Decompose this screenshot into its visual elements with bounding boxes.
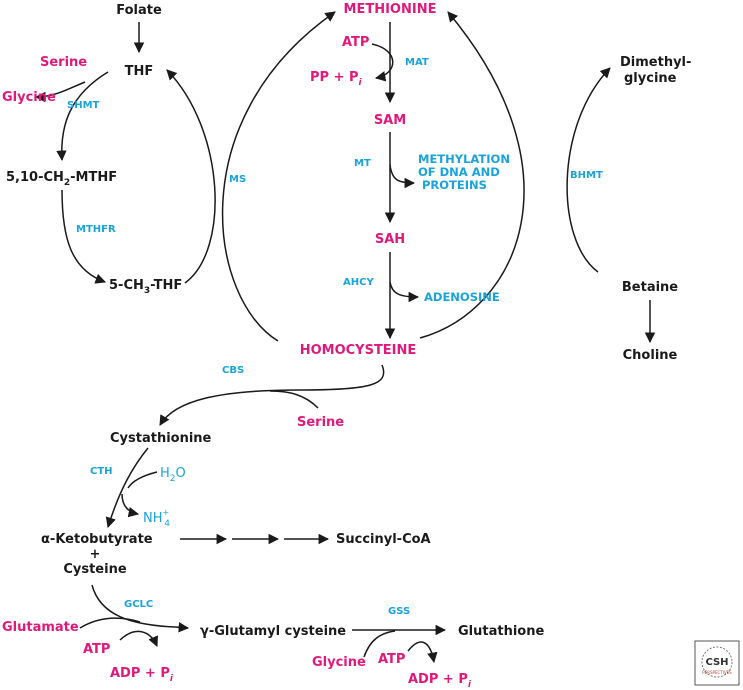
- cystathionine-to-ketobutyrate-arrow: [105, 447, 149, 529]
- adp-pi-gclc-sub: i: [170, 674, 174, 684]
- mt-methylation-side-arrow: [389, 164, 416, 189]
- cystathionine-label: Cystathionine: [110, 431, 212, 446]
- mthf-suffix: -MTHF: [70, 170, 117, 185]
- nh4-cth-out-arrow: [121, 493, 140, 518]
- enzyme-ms: MS: [229, 174, 246, 185]
- glycine-gss-in-line: [363, 630, 396, 658]
- ch3thf-label: 5-CH3-THF: [109, 278, 182, 296]
- adp-pi-gss-text: ADP + P: [408, 672, 468, 687]
- sam-label: SAM: [374, 113, 406, 128]
- enzyme-cth: CTH: [90, 466, 113, 477]
- homocysteine-to-cystathionine-arrow: [159, 364, 385, 426]
- gclc-atp-side-arrow: [119, 630, 159, 647]
- serine-top-label: Serine: [40, 55, 87, 70]
- h2o-o: O: [176, 466, 186, 481]
- methylation-label-2: OF DNA AND: [418, 165, 500, 179]
- cysteine-label: Cysteine: [63, 562, 126, 577]
- nh4-sup: +: [163, 508, 170, 517]
- homocysteine-label: HOMOCYSTEINE: [300, 343, 417, 358]
- enzyme-mat: MAT: [405, 57, 429, 68]
- glutathione-label: Glutathione: [458, 624, 544, 639]
- thf-label: THF: [125, 64, 154, 79]
- h2o-sub: 2: [170, 474, 176, 484]
- betaine-label: Betaine: [622, 280, 678, 295]
- pp-pi-text: PP + P: [310, 70, 359, 85]
- methionine-label: METHIONINE: [344, 2, 437, 17]
- dimethylglycine-label-2: glycine: [624, 71, 677, 86]
- folate-label: Folate: [116, 3, 162, 18]
- mthf-label: 5,10-CH2-MTHF: [6, 170, 117, 188]
- thf-to-mthf-arrow: [56, 71, 109, 162]
- glycine-top-label: Glycine: [2, 90, 56, 105]
- nh4-sub: 4: [164, 519, 170, 529]
- methylation-label-1: METHYLATION: [418, 152, 510, 166]
- enzyme-mt: MT: [354, 158, 371, 169]
- mthf-to-ch3thf-arrow: [61, 189, 106, 284]
- plus-sign: +: [90, 547, 101, 562]
- adp-pi-gss-sub: i: [468, 680, 472, 690]
- enzyme-cbs: CBS: [222, 365, 244, 376]
- bhmt-methionine-arc-arrow: [419, 11, 525, 339]
- nh4-nh: NH: [143, 511, 163, 526]
- adp-pi-gss-label: ADP + Pi: [408, 672, 472, 690]
- adenosine-label: ADENOSINE: [424, 290, 500, 304]
- gss-atp-side-arrow: [407, 641, 438, 664]
- serine-to-glycine-arrow: [34, 81, 86, 103]
- glutamylcysteine-label: γ-Glutamyl cysteine: [200, 624, 346, 639]
- choline-label: Choline: [623, 348, 678, 363]
- ms-folate-arrow: [166, 69, 216, 284]
- pp-pi-label: PP + Pi: [310, 70, 363, 88]
- adp-pi-gclc-label: ADP + Pi: [110, 666, 174, 684]
- serine-cbs-label: Serine: [297, 415, 344, 430]
- succinyl-coa-label: Succinyl-CoA: [336, 532, 431, 547]
- h2o-h: H: [160, 466, 170, 481]
- ms-methionine-arc-arrow: [221, 11, 336, 342]
- enzyme-shmt: SHMT: [67, 100, 100, 111]
- h2o-label: H2O: [160, 466, 186, 484]
- logo-text: CSH: [705, 657, 728, 668]
- mthf-prefix: 5,10-CH: [6, 170, 64, 185]
- serine-cbs-in-line: [269, 390, 319, 409]
- glutamate-label: Glutamate: [2, 620, 79, 635]
- dimethylglycine-label-1: Dimethyl-: [620, 55, 691, 70]
- methylation-label-3: PROTEINS: [422, 178, 487, 192]
- mat-atp-side-arrow: [371, 43, 394, 82]
- enzyme-gss: GSS: [388, 606, 410, 617]
- atp-gss-label: ATP: [378, 652, 405, 667]
- ch3thf-suffix: -THF: [150, 278, 182, 293]
- nh4-label: NH+4: [143, 508, 170, 529]
- sah-label: SAH: [375, 232, 405, 247]
- enzyme-mthfr: MTHFR: [76, 224, 116, 235]
- mthf-sub: 2: [64, 178, 70, 188]
- atp-gclc-label: ATP: [83, 642, 110, 657]
- csh-perspectives-logo: CSH PERSPECTIVES: [694, 640, 740, 686]
- ch3thf-prefix: 5-CH: [109, 278, 144, 293]
- ch3thf-sub: 3: [144, 286, 150, 296]
- atp-mat-label: ATP: [342, 35, 369, 50]
- enzyme-bhmt: BHMT: [570, 170, 603, 181]
- h2o-cth-in-line: [127, 471, 158, 489]
- adp-pi-gclc-text: ADP + P: [110, 666, 170, 681]
- glycine-gss-label: Glycine: [312, 655, 366, 670]
- enzyme-gclc: GCLC: [124, 599, 153, 610]
- ketobutyrate-label: α-Ketobutyrate: [41, 532, 153, 547]
- ahcy-adenosine-side-arrow: [389, 281, 420, 303]
- logo-subtext: PERSPECTIVES: [702, 670, 732, 675]
- betaine-to-dimethylglycine-arrow: [566, 67, 611, 273]
- enzyme-ahcy: AHCY: [343, 277, 374, 288]
- pp-pi-sub: i: [359, 78, 363, 88]
- glutamate-gclc-in-line: [79, 617, 141, 629]
